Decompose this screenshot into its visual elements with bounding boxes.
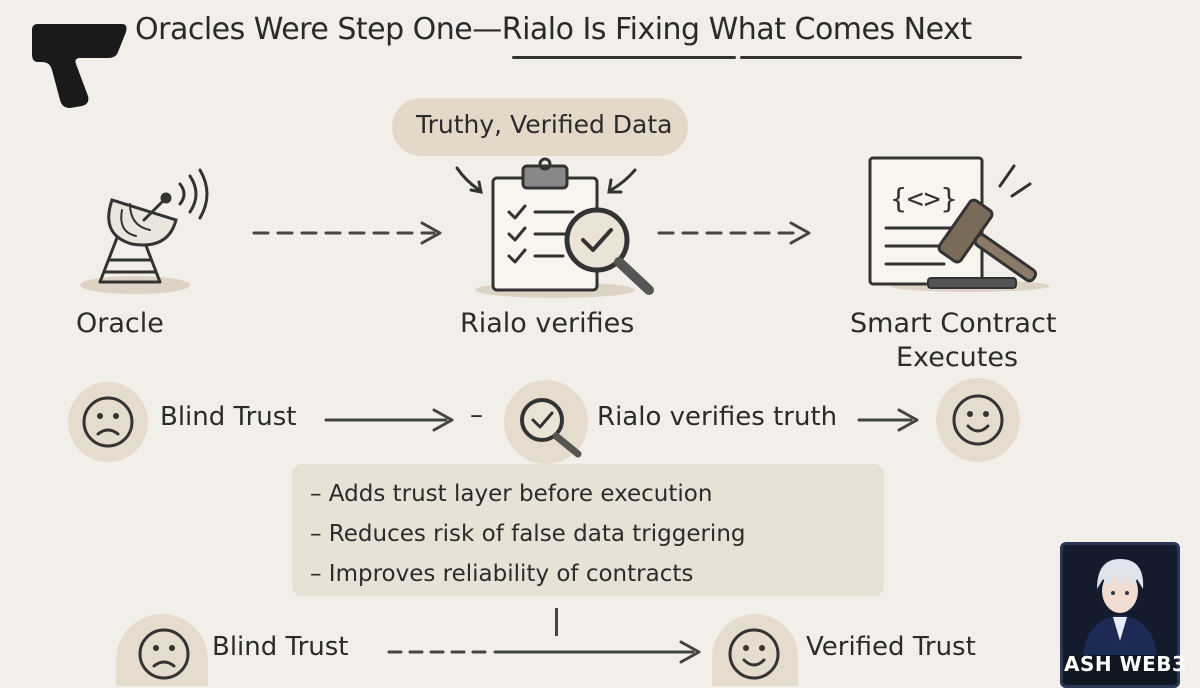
verified-data-pill [392, 98, 688, 156]
magnifier-check-icon [520, 398, 582, 458]
clipboard-magnifier-icon [455, 157, 654, 298]
happy-face-icon [728, 628, 780, 680]
blind-trust-label: Blind Trust [160, 402, 297, 432]
dash-separator: – [470, 400, 483, 430]
author-name: ASH WEB3 [1064, 652, 1187, 676]
sad-face-bg [116, 614, 208, 686]
happy-face-icon [952, 394, 1004, 446]
verified-trust-label: Verified Trust [806, 632, 976, 662]
page-title: Oracles Were Step One—Rialo Is Fixing Wh… [135, 12, 972, 47]
brand-logo-icon [32, 24, 127, 108]
satellite-dish-icon [80, 168, 209, 294]
oracle-label: Oracle [76, 308, 164, 339]
arrow-icon [324, 408, 454, 432]
sad-face-icon [138, 628, 190, 680]
avatar-illustration-icon [1063, 545, 1177, 655]
benefits-box [292, 464, 884, 596]
executes-label: Executes [896, 342, 1019, 373]
smart-contract-label: Smart Contract [850, 308, 1057, 339]
dashed-arrow-icon [387, 640, 701, 664]
benefit-item: – Reduces risk of false data triggering [310, 521, 746, 547]
arrow-icon [857, 408, 919, 432]
author-avatar [1060, 542, 1180, 688]
connector-tick [555, 608, 558, 636]
sad-face-bg [68, 382, 148, 462]
title-underline [740, 56, 1022, 59]
svg-text:{<>}: {<>} [890, 182, 957, 215]
blind-trust-label: Blind Trust [212, 632, 349, 662]
rialo-verifies-label: Rialo verifies [460, 308, 635, 339]
dashed-arrow-icon [252, 221, 442, 245]
benefit-item: – Adds trust layer before execution [310, 481, 713, 507]
dashed-arrow-icon [657, 221, 811, 245]
benefit-item: – Improves reliability of contracts [310, 561, 694, 587]
title-underline [512, 56, 736, 59]
contract-gavel-icon: {<>} [868, 156, 1050, 292]
sad-face-icon [82, 396, 134, 448]
rialo-verifies-truth-label: Rialo verifies truth [597, 402, 838, 432]
happy-face-bg [712, 614, 798, 686]
happy-face-bg [936, 378, 1020, 462]
verified-data-label: Truthy, Verified Data [416, 110, 673, 139]
